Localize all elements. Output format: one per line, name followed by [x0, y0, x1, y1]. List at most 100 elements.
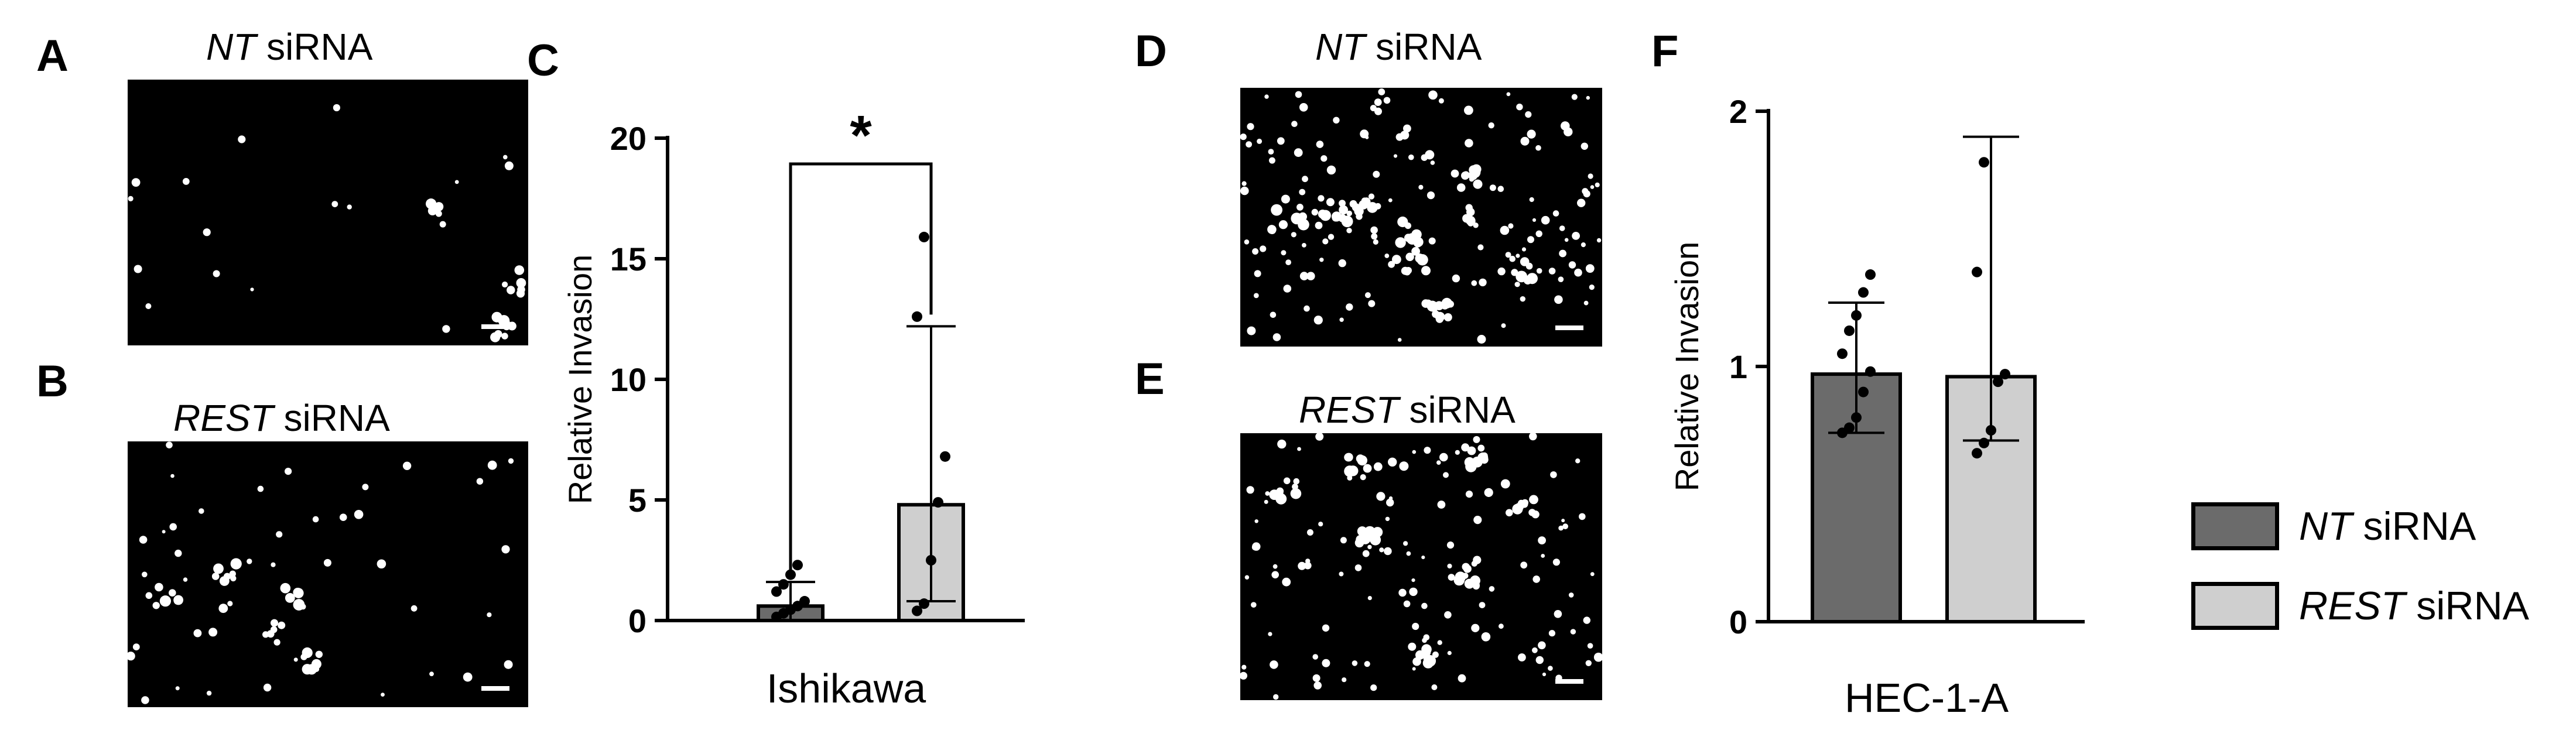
cell-spot: [1403, 600, 1411, 608]
cell-spot: [169, 589, 176, 597]
cell-spot: [1471, 560, 1477, 567]
cell-spot: [1370, 226, 1378, 234]
cell-spot: [1265, 491, 1270, 496]
cell-spot: [1593, 652, 1602, 662]
cell-spot: [377, 559, 386, 569]
micrograph-d: [1240, 88, 1602, 347]
cell-spot: [1452, 274, 1460, 283]
cell-spot: [1447, 563, 1452, 569]
cell-spot: [1333, 116, 1340, 124]
cell-spot: [1590, 572, 1595, 577]
cell-spot: [1473, 171, 1480, 177]
cell-spot: [1554, 295, 1563, 304]
data-point: [933, 497, 943, 508]
y-tick-label: 20: [610, 120, 646, 157]
cell-spot: [1574, 268, 1582, 277]
cell-spot: [1344, 453, 1353, 462]
cell-spot: [491, 311, 502, 323]
cell-spot: [507, 321, 516, 331]
scale-bar: [1555, 325, 1583, 330]
cell-spot: [434, 202, 444, 211]
cell-spot: [1550, 471, 1557, 478]
cell-spot: [311, 659, 321, 669]
cell-spot: [141, 696, 149, 704]
cell-spot: [504, 161, 514, 170]
cell-spot: [1568, 592, 1574, 598]
cell-spot: [442, 325, 450, 333]
cell-spot: [1424, 654, 1436, 667]
data-point: [912, 311, 922, 322]
data-point: [919, 231, 929, 242]
cell-spot: [1432, 651, 1439, 658]
cell-spot: [1489, 184, 1496, 191]
cell-spot: [227, 601, 233, 606]
significance-bracket: [789, 162, 933, 571]
cell-spot: [1332, 214, 1339, 222]
micrograph-a: [128, 80, 528, 345]
cell-spot: [1479, 602, 1486, 608]
cell-spot: [1595, 182, 1600, 187]
cell-spot: [1302, 243, 1306, 248]
cell-spot: [1240, 671, 1247, 680]
cell-spot: [1423, 634, 1430, 641]
data-point: [1844, 422, 1855, 433]
cell-spot: [1360, 474, 1366, 481]
cell-spot: [1447, 300, 1454, 308]
cell-spot: [1561, 519, 1565, 523]
cell-spot: [1425, 150, 1435, 160]
cell-spot: [175, 549, 182, 557]
cell-spot: [1512, 503, 1523, 515]
cell-spot: [1426, 300, 1438, 312]
cell-spot: [1437, 501, 1446, 509]
cell-spot: [1461, 443, 1470, 452]
cell-spot: [331, 201, 338, 207]
data-point: [792, 560, 803, 571]
cell-spot: [1272, 333, 1281, 341]
cell-spot: [1251, 602, 1257, 608]
cell-spot: [1471, 280, 1477, 286]
cell-spot: [1378, 88, 1386, 95]
cell-spot: [1273, 694, 1279, 700]
cell-spot: [1379, 547, 1384, 553]
cell-spot: [238, 135, 246, 143]
cell-spot: [247, 558, 252, 564]
cell-spot: [1246, 486, 1254, 494]
cell-spot: [435, 210, 442, 217]
cell-spot: [169, 523, 177, 531]
cell-spot: [1397, 338, 1402, 342]
cell-spot: [1477, 244, 1484, 251]
cell-spot: [1509, 255, 1516, 262]
cell-spot: [1529, 197, 1534, 203]
cell-spot: [1520, 296, 1525, 302]
cell-spot: [1362, 550, 1370, 557]
cell-spot: [1408, 642, 1417, 651]
cell-spot: [1421, 602, 1428, 609]
cell-spot: [1277, 439, 1287, 449]
cell-spot: [1385, 516, 1390, 522]
cell-spot: [1477, 444, 1485, 452]
cell-spot: [1311, 208, 1318, 216]
cell-spot: [1516, 253, 1520, 258]
cell-spot: [1322, 624, 1330, 632]
cell-spot: [1374, 98, 1382, 106]
cell-spot: [1281, 250, 1287, 256]
cell-spot: [139, 536, 148, 544]
cell-spot: [1535, 656, 1544, 664]
cell-spot: [1439, 453, 1448, 462]
cell-spot: [1414, 237, 1424, 247]
cell-spot: [300, 604, 306, 610]
cell-spot: [1306, 272, 1315, 280]
cell-spot: [1316, 140, 1324, 148]
cell-spot: [1346, 210, 1352, 217]
cell-spot: [507, 286, 515, 294]
cell-spot: [278, 621, 286, 629]
cell-spot: [271, 562, 276, 567]
cell-spot: [1562, 523, 1568, 530]
cell-spot: [514, 265, 525, 275]
cell-spot: [1579, 513, 1586, 520]
cell-spot: [1403, 541, 1408, 546]
cell-spot: [285, 593, 295, 603]
cell-spot: [1418, 184, 1424, 190]
data-point: [926, 555, 936, 566]
cell-spot: [1408, 154, 1414, 160]
